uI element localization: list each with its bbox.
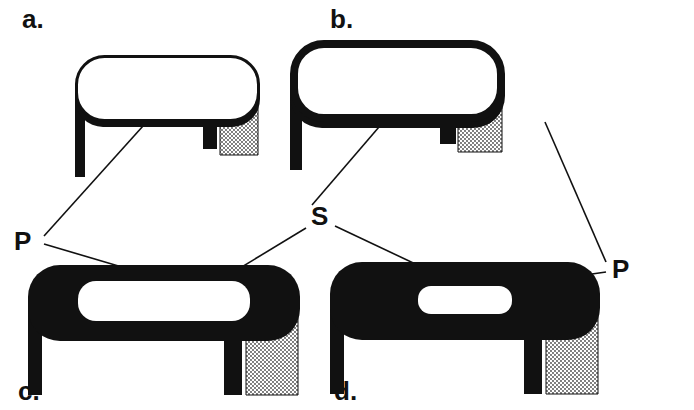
panel-letter: c. [18, 378, 40, 404]
part-label: S [311, 203, 328, 229]
part-label: P [612, 256, 629, 282]
table-b [290, 44, 505, 170]
panel-letter: d. [334, 378, 357, 404]
panel-letter: a. [22, 6, 44, 32]
leader-lines [44, 116, 606, 286]
table-a [75, 57, 260, 178]
part-label: P [14, 228, 31, 254]
panel-letter: b. [330, 6, 353, 32]
table-c [28, 265, 300, 395]
table-d [330, 262, 600, 394]
